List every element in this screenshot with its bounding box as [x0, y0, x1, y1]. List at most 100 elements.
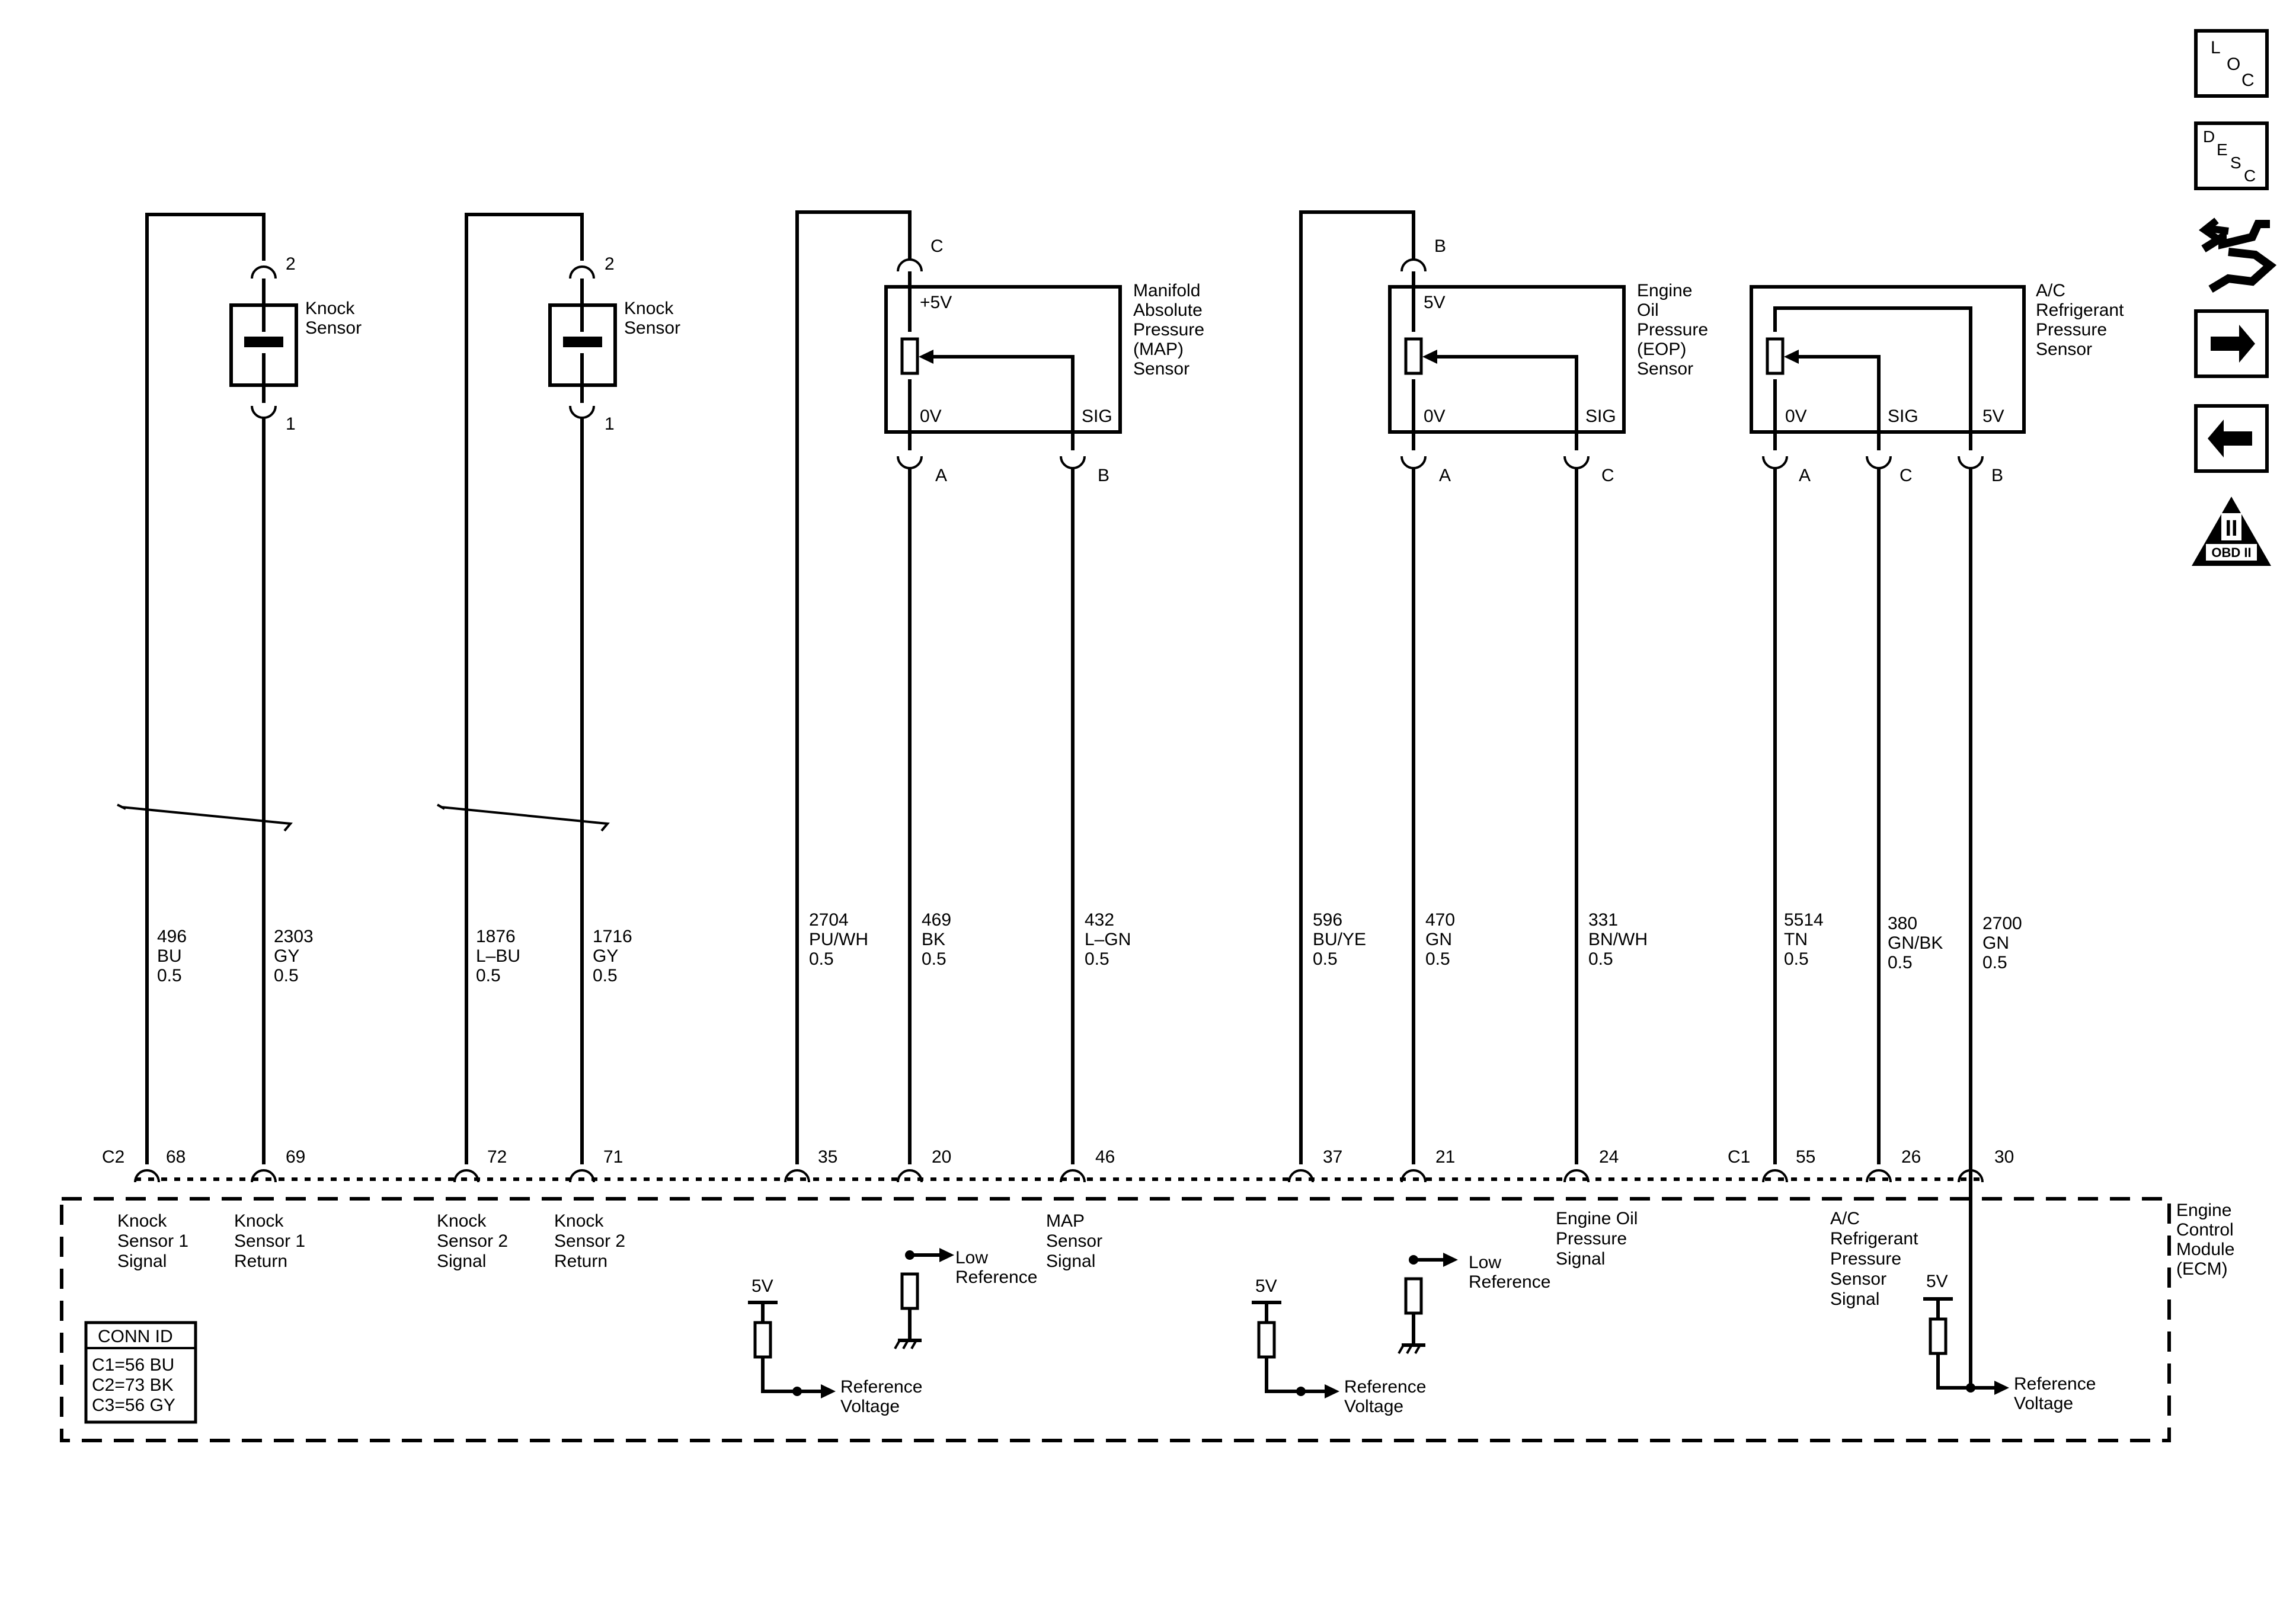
map-pin-b: B: [1098, 466, 1109, 485]
eop-name-3: Pressure: [1637, 320, 1708, 340]
eop-pin-a: A: [1439, 466, 1451, 485]
pin-37: 37: [1323, 1147, 1342, 1167]
map-pin-c: C: [930, 236, 944, 256]
svg-text:II: II: [2225, 516, 2237, 541]
w2704-circuit: 2704: [809, 910, 849, 930]
svg-text:S: S: [2230, 153, 2241, 172]
ks1-sig-3: Signal: [117, 1251, 167, 1271]
map-0v: 0V: [920, 406, 942, 426]
ks1-pin-1: 1: [286, 414, 296, 434]
ks2-ret-3: Return: [554, 1251, 607, 1271]
eop-pin-c: C: [1601, 466, 1614, 485]
ac-ref-v-2: Voltage: [2014, 1394, 2073, 1413]
svg-text:L: L: [2211, 38, 2221, 57]
pin-35: 35: [818, 1147, 837, 1167]
ac-pressure-sensor: 0V SIG 5V A C B A/C Refrigerant Pressure…: [1750, 281, 2124, 1390]
w380-color: GN/BK: [1888, 933, 1943, 953]
ac-pin-b: B: [1991, 466, 2003, 485]
next-arrow-button[interactable]: [2194, 309, 2269, 378]
map-name-5: Sensor: [1133, 359, 1189, 379]
ks1-ret-3: Return: [234, 1251, 287, 1271]
w2700-color: GN: [1982, 933, 2009, 953]
w5514-gauge: 0.5: [1784, 949, 1809, 969]
w2704-color: PU/WH: [809, 930, 868, 949]
obd-ii-icon: II OBD II: [2192, 497, 2271, 566]
pin-20: 20: [932, 1147, 951, 1167]
map-ref-v-2: Voltage: [840, 1397, 900, 1416]
ks1-pin-2: 2: [286, 254, 296, 274]
eop-name-5: Sensor: [1637, 359, 1693, 379]
w469-circuit: 469: [922, 910, 951, 930]
ks2-label-1: Knock: [624, 299, 674, 318]
w331-gauge: 0.5: [1588, 949, 1613, 969]
w1876-gauge: 0.5: [476, 966, 501, 985]
ac-sig-2: Refrigerant: [1830, 1229, 1918, 1249]
map-low-ref-2: Reference: [955, 1267, 1037, 1287]
ecm-connector-row: C2 C1 68 69 72 71 35 20 46 37 21 24 55 2…: [102, 1147, 2014, 1183]
w432-circuit: 432: [1085, 910, 1114, 930]
ac-name-1: A/C: [2036, 281, 2065, 300]
ks1-ret-1: Knock: [234, 1211, 284, 1231]
eop-name-4: (EOP): [1637, 340, 1686, 359]
w2303-color: GY: [274, 946, 299, 966]
ks1-ret-2: Sensor 1: [234, 1231, 305, 1251]
eop-low-ref-2: Reference: [1469, 1272, 1550, 1292]
connector-tool-button[interactable]: [2198, 217, 2277, 293]
ks1-label-1: Knock: [305, 299, 355, 318]
loc-button[interactable]: L O C: [2194, 29, 2269, 98]
w2700-gauge: 0.5: [1982, 953, 2007, 972]
svg-text:C: C: [2244, 167, 2256, 185]
w2303-gauge: 0.5: [274, 966, 299, 985]
w596-gauge: 0.5: [1313, 949, 1338, 969]
knock-sensor-2: 2 1 Knock Sensor 1876 L–BU 0.5 1716 GY 0…: [436, 213, 680, 1164]
eop-5v-ref: 5V: [1255, 1276, 1277, 1296]
ks2-ret-2: Sensor 2: [554, 1231, 625, 1251]
ks2-pin-2: 2: [605, 254, 615, 274]
ks2-label-2: Sensor: [624, 318, 680, 338]
ac-pin-c: C: [1900, 466, 1913, 485]
conn-id-row-1: C1=56 BU: [92, 1355, 174, 1375]
w5514-color: TN: [1784, 930, 1808, 949]
ks2-sig-2: Sensor 2: [437, 1231, 508, 1251]
w331-color: BN/WH: [1588, 930, 1648, 949]
ac-sig: SIG: [1888, 406, 1918, 426]
w470-color: GN: [1425, 930, 1452, 949]
ecm-name-4: (ECM): [2176, 1259, 2228, 1279]
map-5v: +5V: [920, 293, 952, 312]
conn-id-row-3: C3=56 GY: [92, 1395, 175, 1415]
eop-name-2: Oil: [1637, 300, 1659, 320]
w5514-circuit: 5514: [1784, 910, 1824, 930]
w432-color: L–GN: [1085, 930, 1131, 949]
eop-sig-1: Engine Oil: [1556, 1209, 1638, 1228]
ks2-pin-1: 1: [605, 414, 615, 434]
knock-sensor-1: 2 1 Knock Sensor 496 BU 0.5 2303 GY 0.5: [117, 213, 362, 1164]
pin-24: 24: [1599, 1147, 1619, 1167]
ecm-name-1: Engine: [2176, 1201, 2231, 1220]
w470-gauge: 0.5: [1425, 949, 1450, 969]
pin-68: 68: [166, 1147, 186, 1167]
w470-circuit: 470: [1425, 910, 1455, 930]
map-name-4: (MAP): [1133, 340, 1184, 359]
eop-sig-2: Pressure: [1556, 1229, 1627, 1249]
ecm-name-2: Control: [2176, 1220, 2234, 1240]
map-sig-3: Signal: [1046, 1251, 1095, 1271]
pin-46: 46: [1095, 1147, 1115, 1167]
desc-button[interactable]: D E S C: [2194, 121, 2269, 190]
map-name-1: Manifold: [1133, 281, 1200, 300]
ks2-sig-1: Knock: [437, 1211, 487, 1231]
pin-21: 21: [1435, 1147, 1455, 1167]
conn-id-row-2: C2=73 BK: [92, 1375, 174, 1395]
svg-text:D: D: [2203, 127, 2215, 146]
prev-arrow-button[interactable]: [2194, 404, 2269, 473]
ac-name-2: Refrigerant: [2036, 300, 2124, 320]
ac-sig-5: Signal: [1830, 1289, 1879, 1309]
svg-text:O: O: [2227, 55, 2240, 74]
eop-pin-b: B: [1434, 236, 1446, 256]
w496-gauge: 0.5: [157, 966, 182, 985]
conn-id-table: CONN ID C1=56 BU C2=73 BK C3=56 GY: [84, 1321, 197, 1424]
ac-sig-1: A/C: [1830, 1209, 1860, 1228]
eop-ref-v-1: Reference: [1344, 1377, 1426, 1397]
ks1-sig-2: Sensor 1: [117, 1231, 188, 1251]
w2700-circuit: 2700: [1982, 914, 2022, 933]
